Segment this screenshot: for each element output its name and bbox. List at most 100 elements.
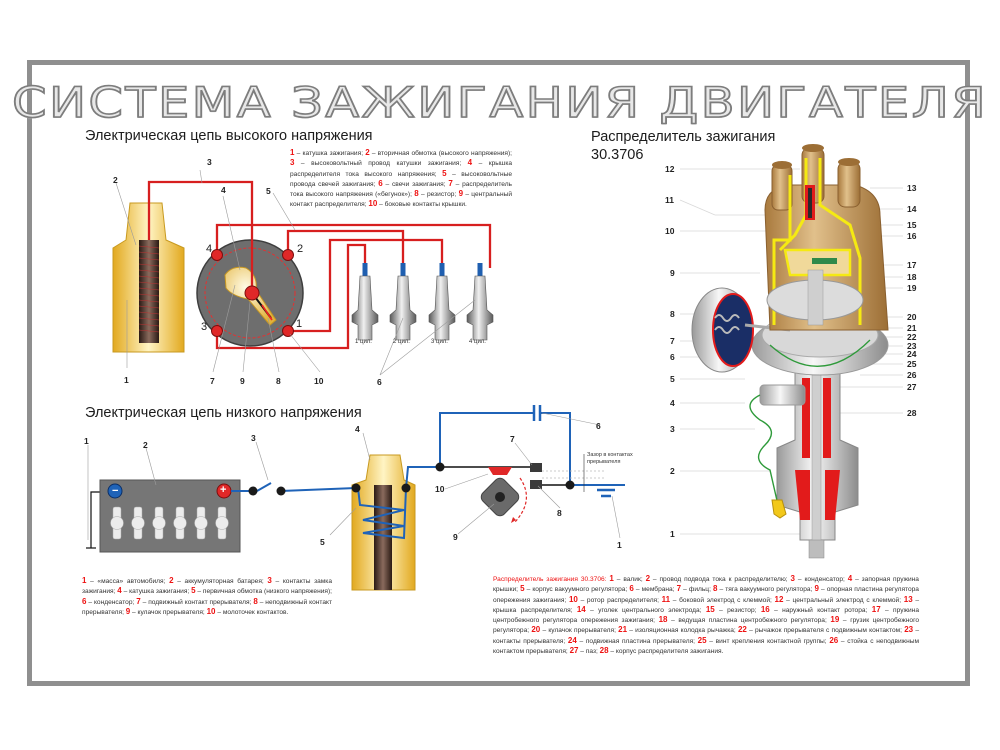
hv-legend-number: 10 (368, 199, 378, 209)
distributor-legend-number: 27 (569, 646, 579, 656)
distributor-callout-7: 7 (670, 336, 675, 346)
distributor-legend-text: – грузик центробежного регулятора; (493, 617, 919, 635)
distributor-legend-number: 11 (661, 594, 671, 604)
hv-legend-text: – высоковольтный провод катушки зажигани… (294, 160, 468, 168)
hv-callout-1: 1 (124, 375, 129, 385)
plug-label-4: 4 цил. (469, 339, 486, 345)
hv-callout-7: 7 (210, 376, 215, 386)
distributor-legend-text: – подвижная пластина прерывателя; (576, 637, 698, 645)
distributor-callout-23: 23 (907, 341, 917, 351)
distributor-callout-4: 4 (670, 398, 675, 408)
lv-legend-number: 10 (206, 606, 216, 616)
distributor-callout-3: 3 (670, 424, 675, 434)
spark-plugs (351, 263, 494, 341)
distributor-callout-6: 6 (670, 352, 675, 362)
distributor-callout-1: 1 (670, 529, 675, 539)
distributor-legend-text: – изоляционная колодка рычажка; (627, 627, 738, 635)
distributor-legend-text: – центральный электрод с клеммой; (783, 596, 904, 604)
hv-legend-text: – катушка зажигания; (294, 150, 366, 157)
distributor-legend-number: 21 (618, 625, 628, 635)
low-voltage-wires (231, 405, 625, 540)
lv-legend-number: 8 (253, 596, 258, 606)
distributor-callout-27: 27 (907, 382, 917, 392)
distributor-legend-text: – корпус вакуумного регулятора; (524, 586, 630, 594)
hv-callout-5: 5 (266, 186, 271, 196)
poster-title: СИСТЕМА ЗАЖИГАНИЯ ДВИГАТЕЛЯ (11, 77, 989, 128)
distributor-legend-number: 12 (774, 594, 784, 604)
lv-callout-3: 3 (251, 433, 256, 443)
distributor-callout-15: 15 (907, 220, 917, 230)
distributor-legend: Распределитель зажигания 30.3706: 1 – ва… (493, 574, 919, 656)
distributor-legend-number: 14 (576, 604, 586, 614)
distributor-legend-text: – валик; (613, 576, 646, 583)
distributor-legend-number: 13 (903, 594, 913, 604)
distributor-legend-number: 4 (847, 574, 853, 583)
hv-leader-lines (115, 169, 476, 376)
distributor-legend-text: – уголек центрального электрода; (585, 606, 706, 614)
lv-legend-text: – кулачок прерывателя; (130, 608, 207, 616)
hv-legend-number: 6 (378, 178, 383, 188)
lv-legend-number: 6 (82, 596, 87, 606)
hv-callout-6: 6 (377, 377, 382, 387)
hv-legend-number: 3 (290, 158, 295, 168)
lv-legend-text: – первичная обмотка (низкого напряжения)… (195, 588, 333, 596)
lv-callout-4: 4 (355, 424, 360, 434)
hv-legend-number: 1 (290, 148, 295, 157)
battery-minus-icon: − (112, 485, 119, 497)
distributor-callout-10: 10 (665, 226, 675, 236)
distributor-legend-number: 17 (871, 604, 881, 614)
hv-legend-number: 8 (414, 189, 419, 199)
distributor-legend-text: – рычажок прерывателя с подвижным контак… (746, 627, 905, 635)
distributor-legend-text: – винт крепления контактной группы; (706, 637, 830, 645)
distributor-drawing (679, 144, 903, 559)
distributor-legend-number: 10 (568, 594, 578, 604)
lv-legend-text: – молоточек контактов. (215, 608, 289, 616)
plug-label-3: 3 цил. (431, 339, 448, 345)
terminal-2: 2 (297, 243, 304, 255)
distributor-contacts (211, 249, 294, 337)
distributor-legend-text: – резистор; (714, 606, 761, 614)
distributor-legend-number: 18 (658, 615, 668, 625)
distributor-legend-number: 22 (737, 625, 747, 635)
distributor-legend-text: – стойка с неподвижным контактом прерыва… (493, 637, 920, 656)
terminal-1: 1 (296, 318, 303, 330)
high-voltage-heading: Электрическая цепь высокого напряжения (85, 128, 373, 144)
distributor-callout-12: 12 (665, 164, 675, 174)
distributor-callout-25: 25 (907, 359, 917, 369)
distributor-legend-text: – фильц; (681, 586, 713, 594)
low-voltage-heading: Электрическая цепь низкого напряжения (85, 405, 362, 421)
distributor-legend-text: – ведущая пластина центробежного регулят… (667, 617, 831, 625)
ignition-coil-hv (112, 202, 185, 353)
distributor-legend-text: – корпус распределителя зажигания. (608, 648, 724, 656)
distributor-legend-number: 7 (676, 584, 682, 594)
hv-legend-text: – резистор; (418, 191, 459, 199)
distributor-callout-24: 24 (907, 349, 917, 359)
lv-legend-number: 3 (267, 576, 272, 585)
lv-legend-number: 1 (82, 576, 87, 585)
distributor-legend-text: – опорная пластина регулятора опережения… (493, 586, 919, 604)
distributor-legend-text: – мембрана; (633, 586, 677, 594)
distributor-callout-19: 19 (907, 283, 917, 293)
lv-callout-2: 2 (143, 440, 148, 450)
lv-legend-text: – контакты замка зажигания; (82, 578, 333, 596)
distributor-callout-18: 18 (907, 272, 917, 282)
distributor-legend-number: 2 (645, 574, 651, 583)
distributor-callout-11: 11 (665, 195, 674, 205)
terminal-3: 3 (201, 321, 208, 333)
hv-callout-9: 9 (240, 376, 245, 386)
distributor-legend-text: – конденсатор; (795, 576, 848, 583)
distributor-legend-number: 6 (629, 584, 634, 594)
hv-callout-10: 10 (314, 376, 324, 386)
lv-callout-5: 5 (320, 537, 325, 547)
distributor-legend-text: – боковой электрод с клеммой; (670, 596, 775, 604)
hv-callout-3: 3 (207, 157, 212, 167)
hv-legend-text: – центральный контакт распределителя; (290, 191, 513, 209)
low-voltage-legend: 1 – «масса» автомобиля; 2 – аккумуляторн… (82, 576, 332, 617)
distributor-callout-16: 16 (907, 231, 917, 241)
hv-legend-text: – распределитель тока высокого напряжени… (290, 180, 512, 199)
distributor-heading: Распределитель зажигания 30.3706 (591, 128, 775, 164)
distributor-legend-text: – пружина центробежного регулятора опере… (493, 606, 919, 625)
distributor-legend-number: 8 (713, 584, 718, 594)
breaker-contacts (440, 454, 605, 523)
